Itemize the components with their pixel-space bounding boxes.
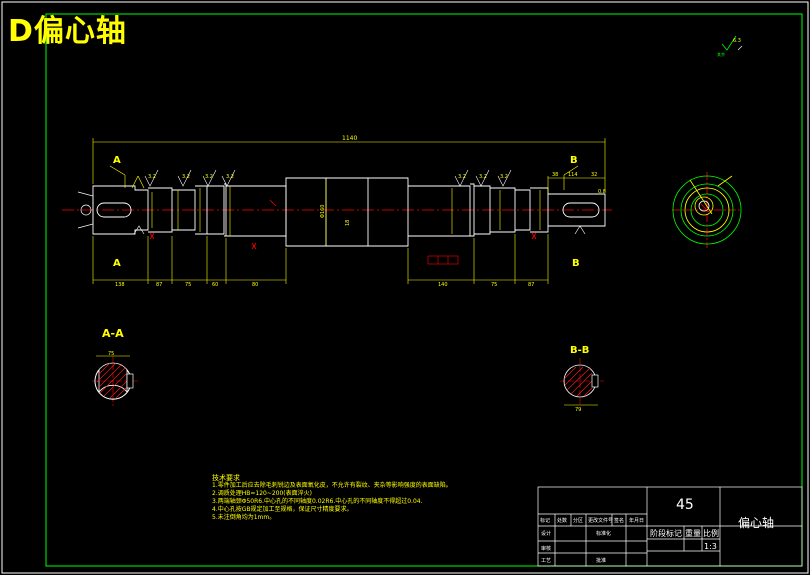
notes-title: 技术要求 bbox=[212, 474, 240, 482]
checker-label: 审核 bbox=[541, 546, 552, 552]
shaft-main-view bbox=[62, 177, 612, 247]
revision-label: 标记 bbox=[540, 518, 551, 524]
process-label: 工艺 bbox=[541, 558, 552, 564]
section-a-a: 75 A-A bbox=[92, 327, 140, 406]
roughness-value: 3.2 bbox=[226, 174, 234, 180]
notes-line: 4.中心孔按GB规定加工至规格，保证尺寸精度要求。 bbox=[212, 506, 353, 513]
bottom-dim: 80 bbox=[252, 282, 258, 288]
part-name: 偏心轴 bbox=[738, 516, 775, 530]
roughness-triangles bbox=[133, 169, 586, 235]
center-mark: 18 bbox=[345, 220, 351, 226]
general-roughness-symbol: 6.3 其余 bbox=[717, 35, 743, 57]
roughness-value: 3.2 bbox=[500, 174, 508, 180]
notes-line: 5.未注倒角均为1mm。 bbox=[212, 514, 276, 521]
bottom-dim: 138 bbox=[115, 282, 125, 288]
datum-label-b-top: B bbox=[570, 155, 578, 166]
designer-label: 设计 bbox=[541, 531, 552, 537]
datum-label-b-bottom: B bbox=[572, 258, 580, 269]
section-b-b: 79 B-B bbox=[560, 345, 604, 413]
roughness-value: 0.8 bbox=[598, 189, 606, 195]
revision-label: 签名 bbox=[614, 518, 625, 524]
revision-label: 年月日 bbox=[629, 518, 645, 524]
section-a-a-dim: 75 bbox=[108, 351, 114, 357]
technical-requirements: 技术要求 1.零件加工后应去除毛刺锐边及表面氧化皮，不允许有裂纹、夹杂等影响强度… bbox=[212, 474, 452, 522]
notes-line: 2.调质处理HB=120~200(表面淬火) bbox=[212, 490, 312, 497]
title-block bbox=[537, 486, 803, 567]
bottom-dim: 75 bbox=[491, 282, 497, 288]
right-end-dim: 32 bbox=[591, 172, 597, 178]
inner-border bbox=[45, 13, 803, 567]
section-b-b-dim: 79 bbox=[575, 407, 581, 413]
svg-text:6.3: 6.3 bbox=[733, 38, 741, 44]
datum-label-a-top: A bbox=[113, 155, 121, 166]
notes-line: 3.两端轴颈Φ50R6.中心孔的不同轴度0.02R6.中心孔的不同轴度不得超过0… bbox=[212, 498, 423, 505]
roughness-value: 3.2 bbox=[182, 174, 190, 180]
datum-label-a-bottom: A bbox=[113, 258, 121, 269]
roughness-value: 3.2 bbox=[205, 174, 213, 180]
weight-header: 重量 bbox=[685, 529, 701, 538]
notes-line: 1.零件加工后应去除毛刺锐边及表面氧化皮，不允许有裂纹、夹杂等影响强度的表面缺陷… bbox=[212, 482, 452, 489]
bottom-dim: 140 bbox=[438, 282, 448, 288]
bottom-dim: 75 bbox=[185, 282, 191, 288]
svg-text:其余: 其余 bbox=[717, 51, 725, 57]
revision-label: 更改文件号 bbox=[588, 518, 614, 524]
scale-header: 比例 bbox=[703, 529, 719, 538]
dimension-lines bbox=[92, 138, 606, 284]
bottom-dim: 87 bbox=[156, 282, 162, 288]
bottom-dim: 87 bbox=[528, 282, 534, 288]
scale-value: 1:3 bbox=[704, 542, 717, 551]
datum-marks bbox=[149, 199, 537, 250]
standardization-label: 标准化 bbox=[596, 531, 612, 537]
stage-marks-header: 阶段标记 bbox=[650, 529, 682, 538]
roughness-value: 3.2 bbox=[148, 174, 156, 180]
roughness-value: 3.2 bbox=[458, 174, 466, 180]
section-b-b-label: B-B bbox=[570, 345, 589, 356]
material-label: 45 bbox=[676, 497, 694, 513]
approval-label: 批准 bbox=[596, 558, 607, 564]
overall-length-dim: 1140 bbox=[342, 135, 357, 142]
revision-label: 处数 bbox=[557, 518, 568, 524]
left-end-detail bbox=[77, 191, 94, 229]
roughness-value: 3.2 bbox=[479, 174, 487, 180]
bottom-dim: 60 bbox=[212, 282, 218, 288]
right-end-dim: 114 bbox=[568, 172, 578, 178]
end-side-view bbox=[672, 172, 742, 248]
tolerance-frame bbox=[427, 255, 459, 265]
right-end-dim: 38 bbox=[552, 172, 558, 178]
revision-label: 分区 bbox=[573, 518, 584, 524]
center-diameter: Φ160 bbox=[320, 205, 326, 218]
section-a-a-label: A-A bbox=[102, 327, 124, 340]
drawing-title: D偏心轴 bbox=[8, 14, 127, 49]
